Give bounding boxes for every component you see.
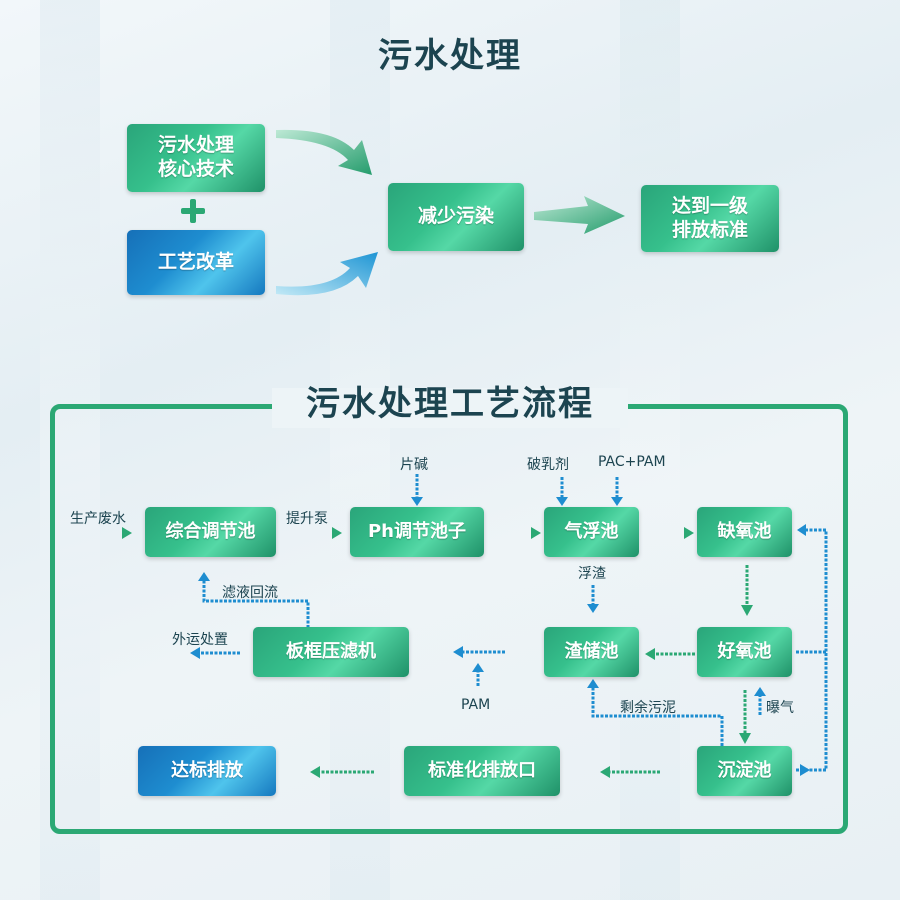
scum-label: 浮渣 <box>578 566 606 582</box>
process-flow-title: 污水处理工艺流程 <box>306 384 594 424</box>
sediment-tank-box: 沉淀池 <box>697 746 792 796</box>
pam-label: PAM <box>461 697 491 713</box>
standard-outlet-box: 标准化排放口 <box>404 746 560 796</box>
title-mask <box>272 388 628 428</box>
curved-arrow-green <box>276 129 372 175</box>
filtrate-return-label: 滤液回流 <box>222 585 278 601</box>
wastewater-label: 生产废水 <box>70 511 126 527</box>
aeration-label: 曝气 <box>766 700 794 716</box>
pac-pam-label: PAC+PAM <box>598 454 666 470</box>
curved-arrow-blue <box>276 252 378 296</box>
outsourced-label: 外运处置 <box>172 632 228 648</box>
comprehensive-tank-box: 综合调节池 <box>145 507 276 557</box>
plus-icon <box>181 199 205 223</box>
excess-sludge-label: 剩余污泥 <box>620 700 676 716</box>
ph-tank-box: Ph调节池子 <box>350 507 484 557</box>
air-flotation-box: 气浮池 <box>544 507 639 557</box>
lift-pump-label: 提升泵 <box>286 511 328 527</box>
page-title: 污水处理 <box>378 36 522 76</box>
process-reform-box: 工艺改革 <box>127 230 265 295</box>
discharge-box: 达标排放 <box>138 746 276 796</box>
level-one-standard-box: 达到一级 排放标准 <box>641 185 779 252</box>
bg-stripe <box>620 0 680 900</box>
straight-arrow-green <box>534 196 625 234</box>
filter-press-box: 板框压滤机 <box>253 627 409 677</box>
reduce-pollution-box: 减少污染 <box>388 183 524 251</box>
aerobic-tank-box: 好氧池 <box>697 627 792 677</box>
anoxic-tank-box: 缺氧池 <box>697 507 792 557</box>
demulsifier-label: 破乳剂 <box>527 457 569 473</box>
residue-tank-box: 渣储池 <box>544 627 639 677</box>
core-tech-box: 污水处理 核心技术 <box>127 124 265 192</box>
caustic-label: 片碱 <box>400 457 428 473</box>
